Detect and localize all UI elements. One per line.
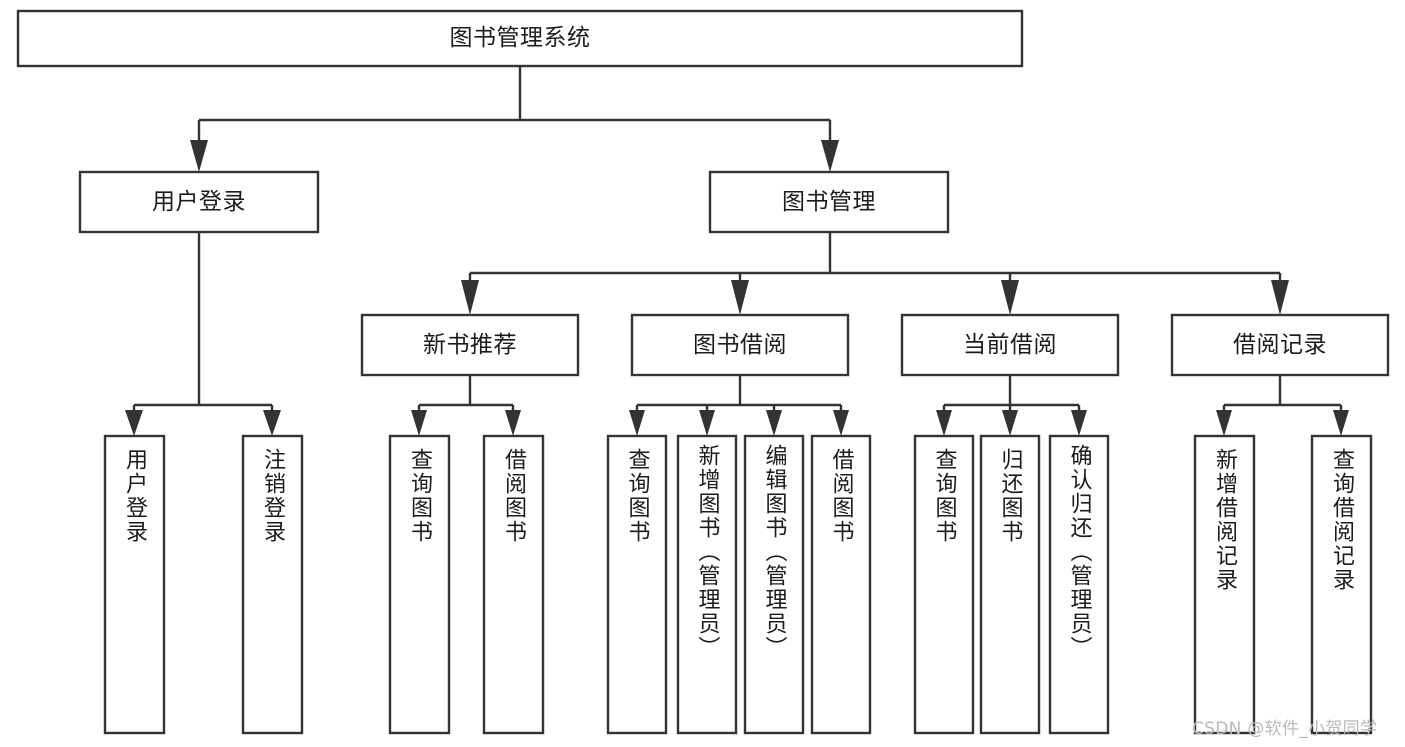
arrow-current-borrow-leaf-3: [1071, 410, 1087, 436]
node-box-root[interactable]: [16, 9, 1024, 68]
node-box-leaf-query-book-3[interactable]: [913, 434, 975, 735]
node-box-leaf-confirm-return[interactable]: [1048, 434, 1110, 735]
node-box-leaf-return-book[interactable]: [979, 434, 1041, 735]
node-box-leaf-borrow-book-1[interactable]: [482, 434, 545, 735]
node-box-current-borrow[interactable]: [900, 313, 1120, 377]
node-box-user-login[interactable]: [78, 170, 320, 234]
arrow-to-book-borrow: [731, 280, 749, 315]
node-box-new-book-recommend[interactable]: [360, 313, 580, 377]
node-box-leaf-user-login[interactable]: [103, 434, 166, 735]
arrow-current-borrow-leaf-1: [936, 410, 952, 436]
arrow-to-new-book-recommend: [461, 280, 479, 315]
arrow-book-borrow-leaf-2: [699, 410, 715, 436]
arrow-current-borrow-leaf-2: [1002, 410, 1018, 436]
node-box-book-manage[interactable]: [708, 170, 950, 234]
node-box-leaf-borrow-book-2[interactable]: [810, 434, 872, 735]
node-box-leaf-add-record[interactable]: [1193, 434, 1256, 735]
node-box-book-borrow[interactable]: [630, 313, 850, 377]
node-box-leaf-edit-book[interactable]: [743, 434, 805, 735]
arrow-book-borrow-leaf-3: [766, 410, 782, 436]
arrow-user-login-leaf-2: [263, 410, 281, 436]
arrow-book-borrow-leaf-1: [629, 410, 645, 436]
arrow-root-to-user-login: [190, 140, 208, 172]
arrow-new-book-leaf-2: [505, 410, 521, 436]
node-box-borrow-record[interactable]: [1170, 313, 1390, 377]
arrow-new-book-leaf-1: [411, 410, 427, 436]
arrow-to-current-borrow: [1001, 280, 1019, 315]
arrow-root-to-book-manage: [821, 140, 839, 172]
node-box-leaf-query-book-1[interactable]: [388, 434, 451, 735]
arrow-borrow-record-leaf-1: [1216, 410, 1232, 436]
arrow-borrow-record-leaf-2: [1333, 410, 1349, 436]
arrow-to-borrow-record: [1271, 280, 1289, 315]
arrow-book-borrow-leaf-4: [833, 410, 849, 436]
arrow-user-login-leaf-1: [125, 410, 143, 436]
node-box-leaf-logout-login[interactable]: [241, 434, 304, 735]
node-box-leaf-add-book[interactable]: [676, 434, 738, 735]
node-box-leaf-query-record[interactable]: [1310, 434, 1373, 735]
node-box-leaf-query-book-2[interactable]: [606, 434, 668, 735]
